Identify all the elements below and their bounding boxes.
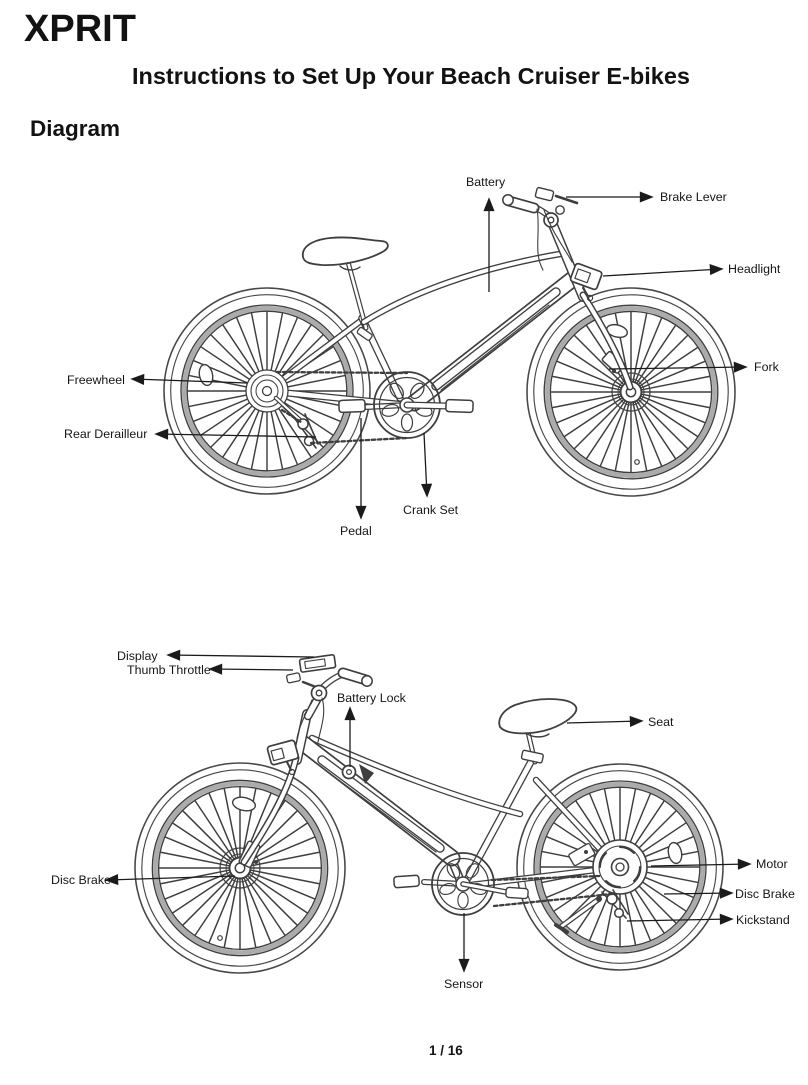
- rear-derailleur: [601, 889, 629, 919]
- brake-cable: [536, 208, 544, 271]
- brake-cable: [296, 699, 313, 739]
- rear-derailleur: [273, 395, 319, 449]
- label-brake-lever: Brake Lever: [660, 190, 727, 204]
- label-fork: Fork: [754, 360, 779, 374]
- front-wheel: [518, 279, 745, 506]
- tire-valve: [217, 935, 223, 941]
- label-rear-derailleur: Rear Derailleur: [64, 427, 148, 441]
- headlight: [266, 739, 300, 776]
- label-display: Display: [117, 649, 158, 663]
- label-disc-brake-front: Disc Brake: [51, 873, 111, 887]
- label-sensor: Sensor: [444, 977, 484, 991]
- leader-lines: [105, 191, 751, 972]
- right-pedal: [505, 886, 529, 900]
- front-wheel: [126, 754, 355, 983]
- label-freewheel: Freewheel: [67, 373, 125, 387]
- right-pedal: [445, 398, 474, 414]
- saddle: [301, 236, 389, 341]
- brake-cable: [543, 209, 573, 263]
- left-pedal: [338, 398, 366, 414]
- label-kickstand: Kickstand: [736, 913, 790, 927]
- hub-motor: [592, 839, 648, 895]
- label-disc-brake-rear: Disc Brake: [735, 887, 795, 901]
- label-thumb-throttle: Thumb Throttle: [127, 663, 211, 677]
- saddle: [498, 698, 578, 764]
- label-motor: Motor: [756, 857, 788, 871]
- label-battery-lock: Battery Lock: [337, 691, 406, 705]
- section-heading: Diagram: [30, 116, 121, 141]
- display-unit: [298, 654, 337, 673]
- brand-logo: XPRIT: [24, 8, 136, 50]
- spoke-reflector: [667, 841, 683, 865]
- left-pedal: [393, 874, 420, 889]
- label-crank-set: Crank Set: [403, 503, 459, 517]
- brake-cable: [317, 697, 325, 743]
- brake-lever-blade: [554, 194, 579, 205]
- chain: [490, 874, 614, 908]
- handlebar-assembly: [286, 654, 373, 743]
- page-title: Instructions to Set Up Your Beach Cruise…: [131, 63, 691, 89]
- spoke-reflector: [198, 363, 214, 387]
- bike-top-drawing: [155, 186, 745, 506]
- headlight: [569, 262, 603, 302]
- handlebar-assembly: [502, 186, 579, 271]
- kickstand: [554, 896, 602, 934]
- label-headlight: Headlight: [728, 262, 781, 276]
- brake-lever-clamp: [534, 186, 555, 202]
- page-number: 1 / 16: [429, 1043, 463, 1058]
- spoke-reflector: [231, 796, 257, 812]
- rear-disc-brake: [568, 842, 596, 867]
- label-battery: Battery: [466, 175, 506, 189]
- bell: [555, 205, 565, 215]
- frame: [240, 709, 616, 890]
- chain: [275, 370, 409, 445]
- tire-valve: [634, 459, 640, 465]
- battery-lock: [341, 764, 374, 784]
- label-seat: Seat: [648, 715, 674, 729]
- thumb-throttle-unit: [286, 672, 301, 684]
- label-pedal: Pedal: [340, 524, 372, 538]
- bike-bottom-drawing: [126, 654, 733, 983]
